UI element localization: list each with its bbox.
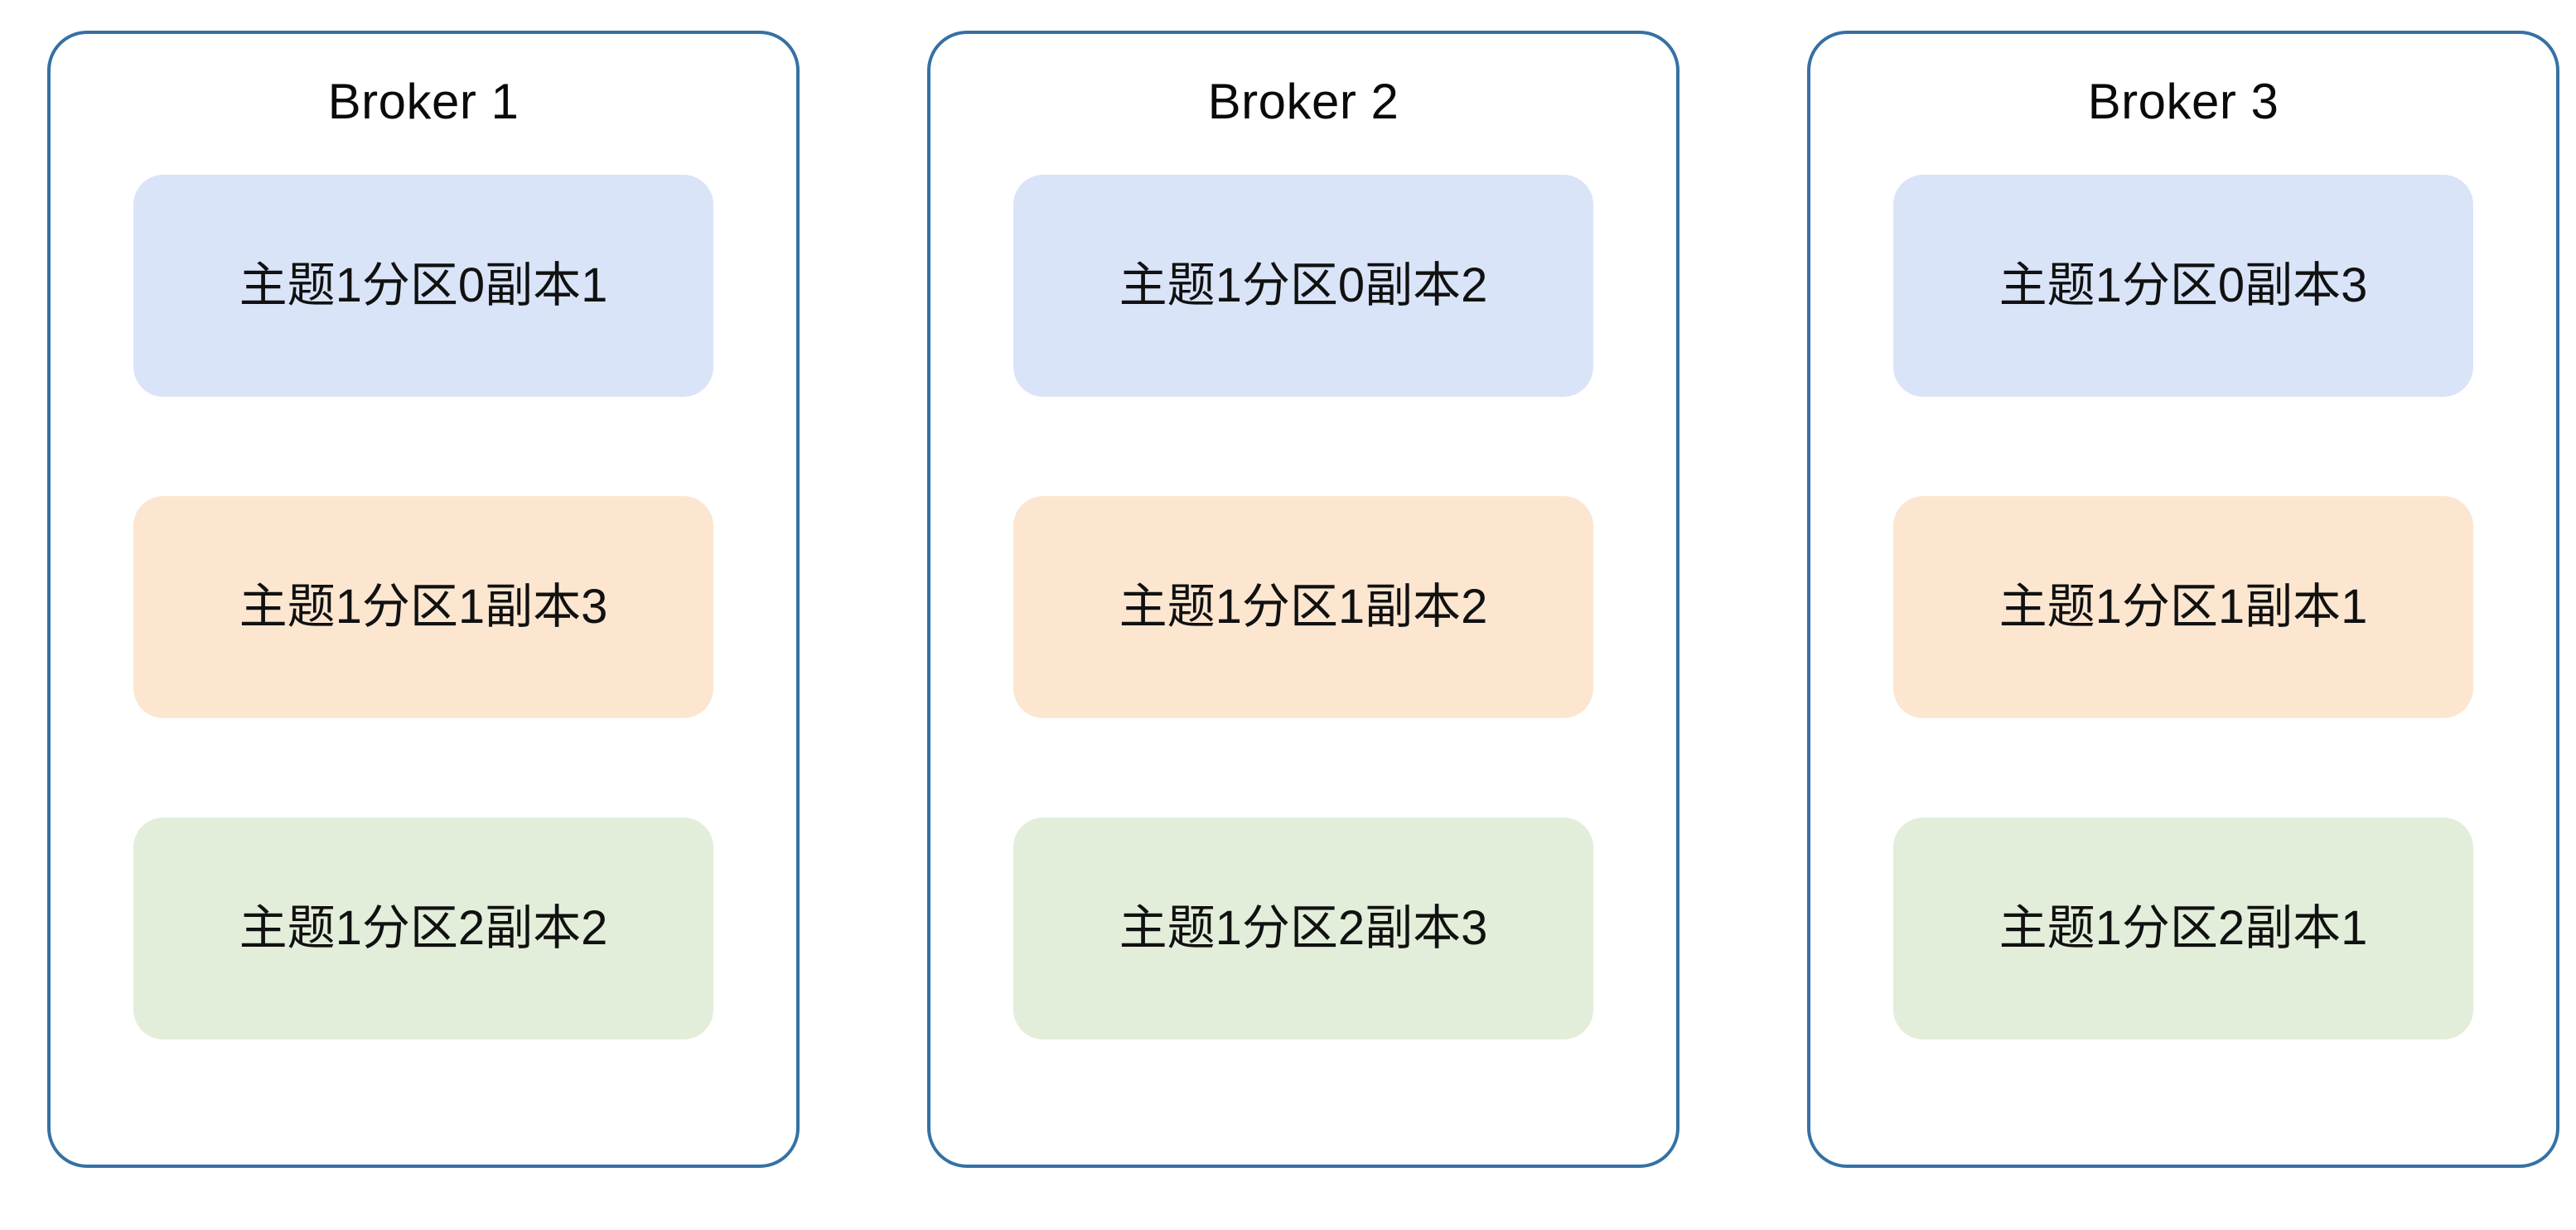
partition-replica-label: 主题1分区1副本2 [1119,580,1488,634]
partition-replica-label: 主题1分区1副本1 [1998,580,2368,634]
broker-title: Broker 3 [2087,74,2279,129]
partition-replica-box[interactable]: 主题1分区1副本1 [1893,496,2473,718]
partition-replica-box[interactable]: 主题1分区0副本1 [133,175,713,397]
partition-replica-box[interactable]: 主题1分区0副本3 [1893,175,2473,397]
partition-replica-box[interactable]: 主题1分区2副本2 [133,818,713,1039]
broker-container-3[interactable]: Broker 3 主题1分区0副本3 主题1分区1副本1 主题1分区2副本1 [1807,31,2559,1168]
partition-replica-label: 主题1分区2副本3 [1119,901,1488,955]
broker-container-2[interactable]: Broker 2 主题1分区0副本2 主题1分区1副本2 主题1分区2副本3 [927,31,1679,1168]
partition-replica-label: 主题1分区2副本1 [1998,901,2368,955]
partition-list: 主题1分区0副本3 主题1分区1副本1 主题1分区2副本1 [1810,175,2556,1039]
partition-list: 主题1分区0副本1 主题1分区1副本3 主题1分区2副本2 [51,175,796,1039]
partition-replica-label: 主题1分区0副本2 [1119,258,1488,312]
broker-title: Broker 1 [327,74,520,129]
broker-container-1[interactable]: Broker 1 主题1分区0副本1 主题1分区1副本3 主题1分区2副本2 [47,31,800,1168]
partition-replica-box[interactable]: 主题1分区1副本3 [133,496,713,718]
partition-replica-label: 主题1分区0副本1 [239,258,608,312]
partition-replica-box[interactable]: 主题1分区1副本2 [1013,496,1593,718]
partition-replica-box[interactable]: 主题1分区2副本3 [1013,818,1593,1039]
partition-replica-label: 主题1分区1副本3 [239,580,608,634]
partition-replica-box[interactable]: 主题1分区2副本1 [1893,818,2473,1039]
broker-title: Broker 2 [1207,74,1399,129]
partition-replica-label: 主题1分区2副本2 [239,901,608,955]
partition-replica-label: 主题1分区0副本3 [1998,258,2368,312]
partition-list: 主题1分区0副本2 主题1分区1副本2 主题1分区2副本3 [930,175,1676,1039]
partition-replica-box[interactable]: 主题1分区0副本2 [1013,175,1593,397]
